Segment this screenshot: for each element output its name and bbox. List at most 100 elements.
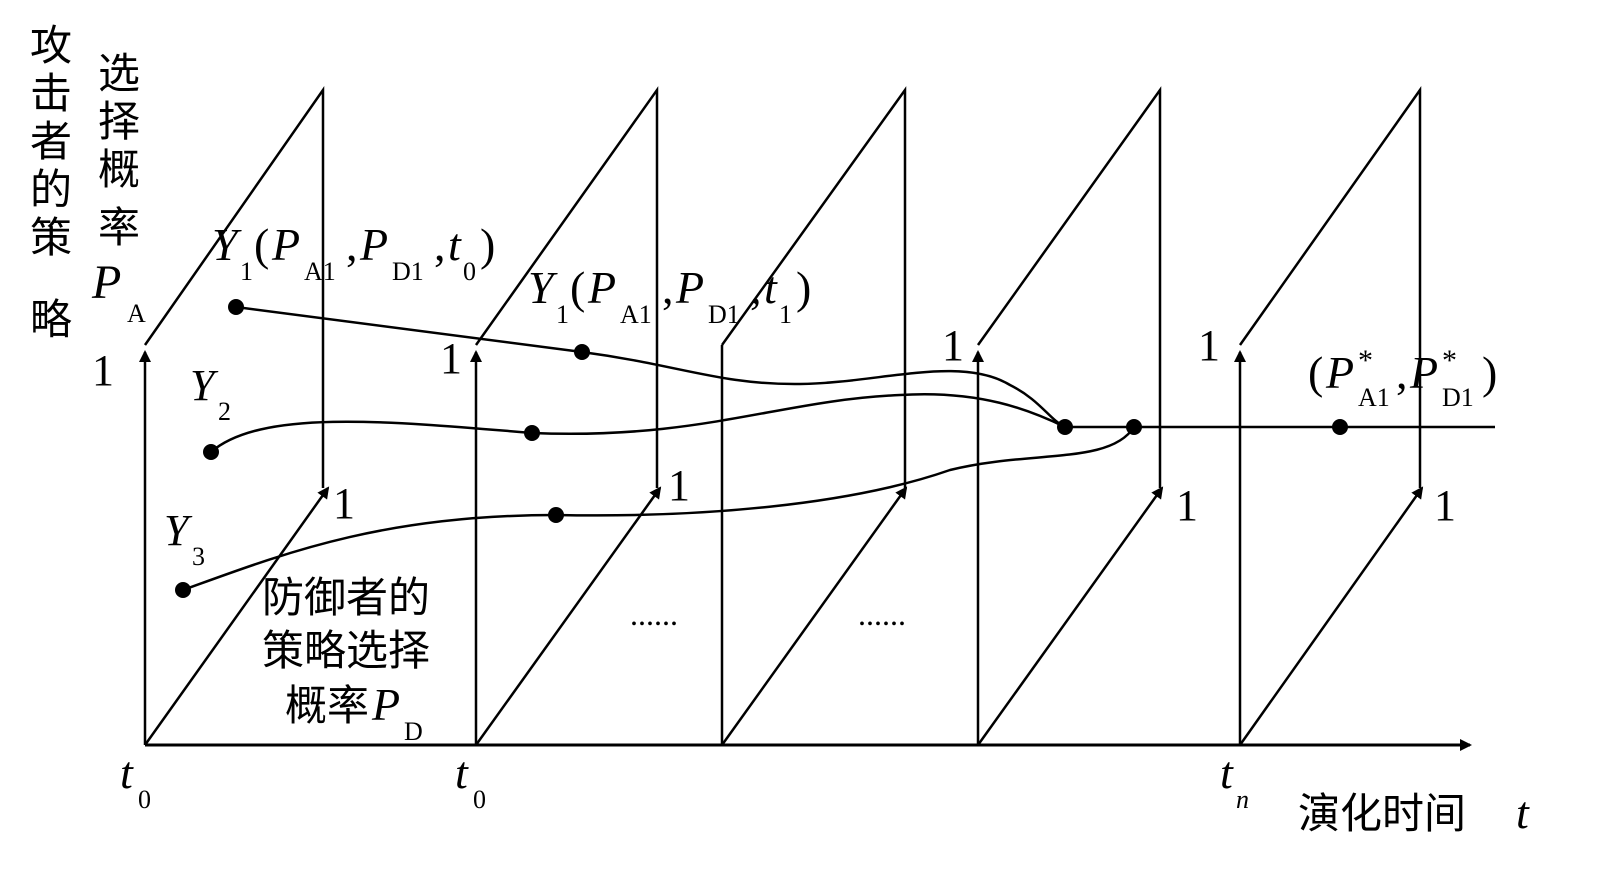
svg-text:P: P [587, 262, 616, 313]
svg-text:Y: Y [190, 361, 219, 410]
svg-text:3: 3 [192, 542, 205, 571]
svg-text:D: D [404, 717, 423, 746]
svg-text:P: P [271, 219, 300, 270]
point-y3-start [175, 582, 191, 598]
svg-text:P: P [1409, 347, 1438, 398]
tick-t0-second: t 0 [455, 747, 486, 814]
one-label-d4: 1 [1176, 481, 1198, 530]
defender-label: 防御者的 策略选择 概率 P D [262, 573, 430, 746]
svg-text:略: 略 [30, 295, 72, 344]
svg-text:A1: A1 [1358, 383, 1390, 412]
svg-text:的: 的 [30, 165, 72, 214]
svg-text:策: 策 [30, 213, 72, 262]
panel-1 [139, 86, 330, 746]
one-label-d5: 1 [1434, 481, 1456, 530]
one-label-d2: 1 [668, 461, 690, 510]
svg-text:*: * [1442, 344, 1457, 377]
svg-text:A1: A1 [620, 300, 652, 329]
svg-text:P: P [1325, 347, 1354, 398]
svg-text:t: t [448, 219, 462, 270]
svg-text:): ) [796, 262, 811, 313]
point-y1-start [228, 299, 244, 315]
svg-text:(: ( [254, 219, 269, 270]
svg-text:t: t [120, 747, 134, 798]
svg-text:0: 0 [138, 785, 151, 814]
svg-text:,: , [750, 262, 762, 313]
svg-text:P: P [675, 262, 704, 313]
tick-t0-first: t 0 [120, 747, 151, 814]
time-label: 演化时间 t [1298, 787, 1530, 838]
svg-text:者: 者 [30, 117, 72, 166]
point-y2-t1 [524, 425, 540, 441]
svg-text:P: P [359, 219, 388, 270]
svg-text:择: 择 [98, 97, 140, 146]
svg-text:概: 概 [98, 145, 140, 194]
one-label-v1: 1 [92, 346, 114, 395]
svg-text:,: , [346, 219, 358, 270]
svg-text:2: 2 [218, 397, 231, 426]
svg-text:D1: D1 [708, 300, 740, 329]
svg-text:1: 1 [779, 300, 792, 329]
point-converge-b [1126, 419, 1142, 435]
svg-text:A1: A1 [304, 257, 336, 286]
svg-text:Y: Y [212, 219, 242, 270]
svg-text:选: 选 [98, 49, 140, 98]
svg-text:1: 1 [556, 300, 569, 329]
trajectory-y1 [235, 305, 1066, 429]
attacker-symbol: P A [91, 256, 146, 328]
annotation-y1-t1: Y 1 ( P A1 , P D1 , t 1 ) [528, 262, 811, 329]
svg-text:击: 击 [30, 69, 72, 118]
one-label-d1: 1 [333, 479, 355, 528]
annotation-equilibrium: ( P * A1 , P * D1 ) [1308, 344, 1497, 412]
point-converge-a [1057, 419, 1073, 435]
svg-text:n: n [1236, 785, 1249, 814]
panel-3 [720, 86, 908, 746]
label-y3: Y 3 [164, 506, 205, 571]
svg-text:1: 1 [240, 257, 253, 286]
svg-text:t: t [764, 262, 778, 313]
svg-text:Y: Y [528, 262, 558, 313]
one-label-v2: 1 [440, 334, 462, 383]
point-equilibrium [1332, 419, 1348, 435]
svg-text:(: ( [570, 262, 585, 313]
svg-text:A: A [127, 299, 146, 328]
svg-text:策略选择: 策略选择 [262, 626, 430, 675]
trajectory-y2 [210, 393, 1066, 453]
panel-2 [470, 86, 662, 746]
svg-text:0: 0 [463, 257, 476, 286]
svg-text:D1: D1 [1442, 383, 1474, 412]
svg-text:*: * [1358, 344, 1373, 377]
svg-text:0: 0 [473, 785, 486, 814]
svg-text:,: , [662, 262, 674, 313]
svg-text:,: , [434, 219, 446, 270]
svg-text:t: t [1516, 787, 1530, 838]
svg-text:防御者的: 防御者的 [262, 573, 430, 622]
trajectory-y3 [182, 426, 1136, 592]
svg-text:P: P [91, 256, 121, 309]
panel-4 [972, 86, 1164, 746]
point-y2-start [203, 444, 219, 460]
svg-text:t: t [1220, 747, 1234, 798]
ellipsis-1: ...... [630, 596, 678, 632]
svg-text:D1: D1 [392, 257, 424, 286]
one-label-v5: 1 [1198, 321, 1220, 370]
point-y1-t1 [574, 344, 590, 360]
svg-text:演化时间: 演化时间 [1298, 789, 1466, 838]
annotation-y1-t0: Y 1 ( P A1 , P D1 , t 0 ) [212, 219, 495, 286]
svg-text:t: t [455, 747, 469, 798]
svg-text:): ) [480, 219, 495, 270]
svg-text:): ) [1482, 347, 1497, 398]
one-label-v4: 1 [942, 321, 964, 370]
panel-5 [1234, 86, 1424, 746]
attacker-label: 攻 击 者 的 策 略 选 择 概 率 [30, 21, 140, 344]
svg-text:P: P [371, 679, 400, 730]
label-y2: Y 2 [190, 361, 231, 426]
svg-text:,: , [1396, 347, 1408, 398]
svg-text:率: 率 [98, 203, 140, 252]
point-y3-t1 [548, 507, 564, 523]
ellipsis-2: ...... [858, 596, 906, 632]
svg-text:Y: Y [164, 506, 193, 555]
tick-tn: t n [1220, 747, 1249, 814]
svg-text:(: ( [1308, 347, 1323, 398]
